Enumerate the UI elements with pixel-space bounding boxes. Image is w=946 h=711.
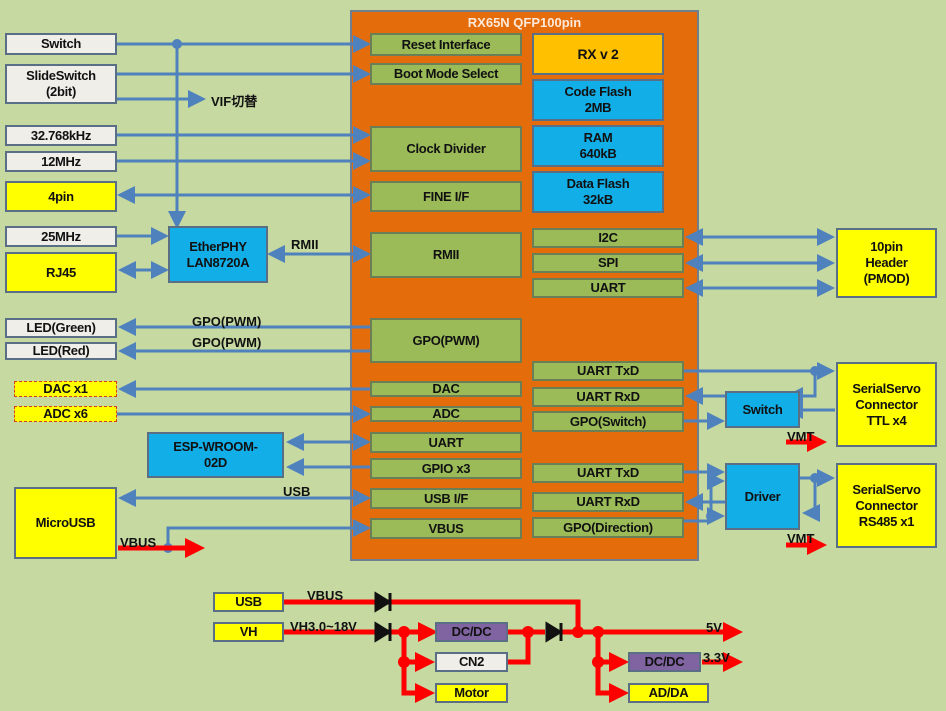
label-vmt-1: VMT bbox=[787, 429, 815, 444]
ext-adc-x6: ADC x6 bbox=[14, 406, 117, 422]
power-motor: Motor bbox=[435, 683, 508, 703]
diode-icon bbox=[374, 591, 392, 613]
power-dcdc-1: DC/DC bbox=[435, 622, 508, 642]
block-boot-mode: Boot Mode Select bbox=[370, 63, 522, 85]
ext-esp-wroom: ESP-WROOM- 02D bbox=[147, 432, 284, 478]
ext-crystal-25mhz: 25MHz bbox=[5, 226, 117, 247]
wire-vbus bbox=[166, 519, 371, 548]
label-3v3: 3.3V bbox=[703, 650, 730, 665]
block-gpo-pwm: GPO(PWM) bbox=[370, 318, 522, 363]
ext-servo-switch: Switch bbox=[725, 391, 800, 428]
power-cn2: CN2 bbox=[435, 652, 508, 672]
ext-microusb: MicroUSB bbox=[14, 487, 117, 559]
block-gpo-direction: GPO(Direction) bbox=[532, 517, 684, 538]
power-source-usb: USB bbox=[213, 592, 284, 612]
power-junction bbox=[592, 656, 604, 668]
ext-switch: Switch bbox=[5, 33, 117, 55]
ext-4pin: 4pin bbox=[5, 181, 117, 212]
block-fine-if: FINE I/F bbox=[370, 181, 522, 212]
ext-servo-rs485: SerialServo Connector RS485 x1 bbox=[836, 463, 937, 548]
block-gpo-switch: GPO(Switch) bbox=[532, 411, 684, 432]
ext-crystal-32khz: 32.768kHz bbox=[5, 125, 117, 146]
power-dcdc-2: DC/DC bbox=[628, 652, 701, 672]
label-vmt-2: VMT bbox=[787, 531, 815, 546]
block-clock-divider: Clock Divider bbox=[370, 126, 522, 172]
block-uart-txd-1: UART TxD bbox=[532, 361, 684, 381]
block-adc: ADC bbox=[370, 406, 522, 422]
label-power-vbus: VBUS bbox=[307, 588, 344, 603]
block-vbus: VBUS bbox=[370, 518, 522, 539]
label-5v: 5V bbox=[706, 620, 722, 635]
power-junction bbox=[398, 656, 410, 668]
ext-dac-x1: DAC x1 bbox=[14, 381, 117, 397]
block-code-flash: Code Flash 2MB bbox=[532, 79, 664, 121]
ext-pmod-header: 10pin Header (PMOD) bbox=[836, 228, 937, 298]
ext-led-red: LED(Red) bbox=[5, 342, 117, 360]
ext-slide-switch: SlideSwitch (2bit) bbox=[5, 64, 117, 104]
label-rmii: RMII bbox=[291, 237, 319, 252]
block-uart-rxd-2: UART RxD bbox=[532, 492, 684, 512]
block-rmii: RMII bbox=[370, 232, 522, 278]
label-gpo-pwm-2: GPO(PWM) bbox=[192, 335, 262, 350]
ext-led-green: LED(Green) bbox=[5, 318, 117, 338]
label-gpo-pwm-1: GPO(PWM) bbox=[192, 314, 262, 329]
label-usb: USB bbox=[283, 484, 311, 499]
power-ad-da: AD/DA bbox=[628, 683, 709, 703]
ext-driver: Driver bbox=[725, 463, 800, 530]
ext-rj45: RJ45 bbox=[5, 252, 117, 293]
block-i2c: I2C bbox=[532, 228, 684, 248]
ext-servo-ttl: SerialServo Connector TTL x4 bbox=[836, 362, 937, 447]
ext-crystal-12mhz: 12MHz bbox=[5, 151, 117, 172]
power-to-adda bbox=[595, 662, 629, 703]
block-spi: SPI bbox=[532, 253, 684, 273]
junction-dot bbox=[172, 39, 182, 49]
block-dac: DAC bbox=[370, 381, 522, 397]
ext-etherphy: EtherPHY LAN8720A bbox=[168, 226, 268, 283]
diode-icon bbox=[374, 621, 392, 643]
diode-icon bbox=[545, 621, 563, 643]
block-gpio-x3: GPIO x3 bbox=[370, 458, 522, 479]
block-uart-pmod: UART bbox=[532, 278, 684, 298]
junction-dot bbox=[810, 366, 820, 376]
block-ram: RAM 640kB bbox=[532, 125, 664, 167]
power-vh-motor bbox=[401, 662, 435, 703]
block-reset-interface: Reset Interface bbox=[370, 33, 522, 56]
power-junction bbox=[398, 626, 410, 638]
block-rx-core: RX v 2 bbox=[532, 33, 664, 75]
power-junction bbox=[522, 626, 534, 638]
power-junction bbox=[592, 626, 604, 638]
block-uart: UART bbox=[370, 432, 522, 453]
power-source-vh: VH bbox=[213, 622, 284, 642]
block-data-flash: Data Flash 32kB bbox=[532, 171, 664, 213]
label-vif-switch: VIF切替 bbox=[211, 94, 258, 109]
junction-dot bbox=[810, 473, 820, 483]
block-usb-if: USB I/F bbox=[370, 488, 522, 509]
label-vbus: VBUS bbox=[120, 535, 157, 550]
power-cn2-out bbox=[508, 632, 531, 665]
block-uart-rxd-1: UART RxD bbox=[532, 387, 684, 407]
power-junction bbox=[572, 626, 584, 638]
junction-dot bbox=[706, 511, 716, 521]
mcu-title: RX65N QFP100pin bbox=[467, 15, 582, 30]
label-vh-range: VH3.0~18V bbox=[290, 619, 357, 634]
wire-dir-driver bbox=[684, 472, 725, 523]
block-uart-txd-2: UART TxD bbox=[532, 463, 684, 483]
wire-rs485-driver bbox=[802, 478, 820, 522]
